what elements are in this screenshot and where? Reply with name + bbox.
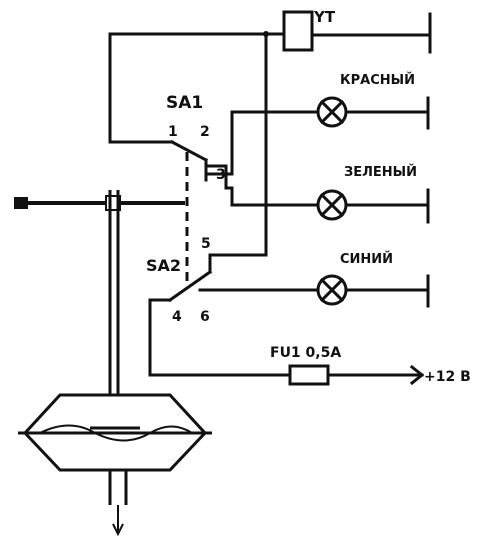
label-relay: YT (313, 8, 336, 26)
fuse-body (288, 364, 330, 386)
label-lamp-red: КРАСНЫЙ (340, 72, 415, 88)
sa2-pin5-wire (208, 253, 268, 274)
label-sa2: SA2 (146, 256, 181, 275)
label-pin6: 6 (200, 309, 210, 325)
sa2-blade (167, 269, 213, 303)
lamp-blue (316, 274, 430, 308)
lamp-green-x2 (319, 192, 345, 218)
lamp-red-x2 (319, 99, 345, 125)
supply-arrow-icon (409, 364, 425, 386)
fuse-fu1 (288, 364, 425, 386)
wire-red-lamp (216, 110, 320, 176)
left-loop-wire (108, 32, 174, 144)
wire-green-lamp (216, 164, 320, 207)
relay-yt (108, 10, 432, 257)
label-fuse: FU1 0,5A (270, 345, 341, 361)
lever-knob (14, 197, 28, 209)
label-pin1: 1 (168, 124, 178, 140)
diaphragm-membrane (39, 424, 193, 442)
label-pin5: 5 (201, 236, 211, 252)
label-pin4: 4 (172, 309, 182, 325)
relay-coil (282, 10, 314, 52)
pressure-actuator (14, 190, 212, 537)
label-sa1: SA1 (166, 93, 203, 113)
label-lamp-green: ЗЕЛЕНЫЙ (344, 164, 417, 180)
lamp-red (316, 96, 430, 130)
sa1-common-contact (169, 139, 209, 163)
switch-sa1 (169, 110, 320, 207)
lamp-blue-x2 (319, 277, 345, 303)
label-lamp-blue: СИНИЙ (340, 251, 393, 267)
junction-dot (263, 31, 269, 37)
label-pin2: 2 (200, 124, 210, 140)
label-supply: +12 В (424, 369, 471, 385)
inlet-arrow-icon (112, 523, 124, 537)
lamp-green (316, 188, 430, 224)
switch-sa2 (148, 253, 320, 377)
wire-to-fuse (148, 298, 292, 377)
label-pin3: 3 (216, 167, 226, 183)
